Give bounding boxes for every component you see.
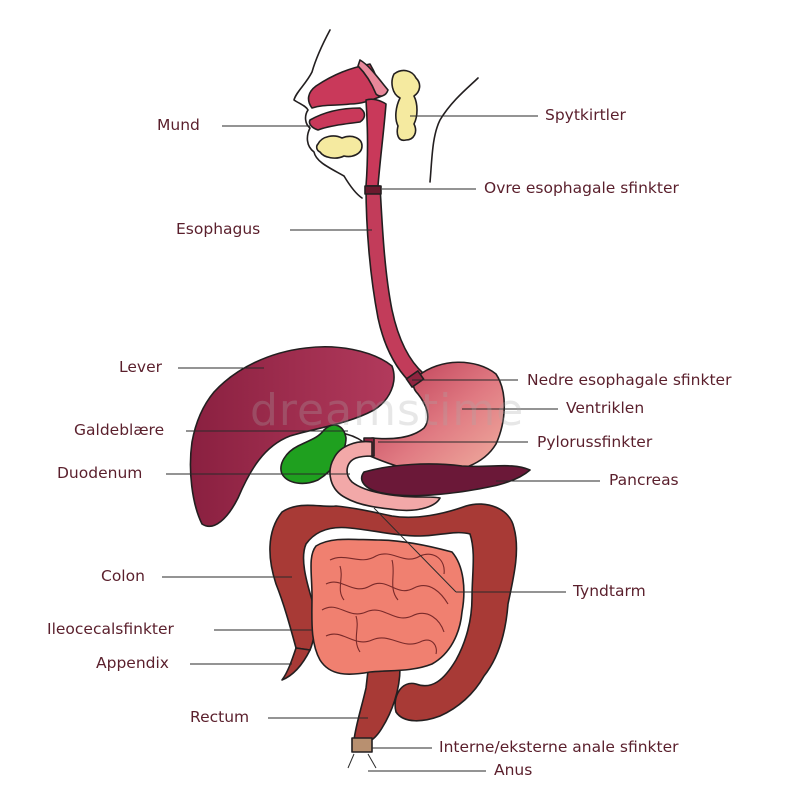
label-spytkirtler: Spytkirtler xyxy=(545,106,626,124)
label-rectum: Rectum xyxy=(190,708,250,726)
anal-sphincter-band xyxy=(351,737,373,753)
label-galdeblaere: Galdeblære xyxy=(74,421,165,439)
salivary-glands xyxy=(315,69,421,159)
label-appendix: Appendix xyxy=(96,654,169,672)
label-anale-sfinkter: Interne/eksterne anale sfinkter xyxy=(439,738,679,756)
small-intestine-coils xyxy=(321,553,449,655)
label-colon: Colon xyxy=(101,567,145,585)
small-intestine-shape xyxy=(310,538,465,675)
label-pancreas: Pancreas xyxy=(609,471,679,489)
label-pylorussfinkter: Pylorussfinkter xyxy=(537,433,653,451)
liver-shape xyxy=(189,346,395,527)
duodenum-shape xyxy=(329,440,441,512)
label-ovre-esophagale-sfinkter: Ovre esophagale sfinkter xyxy=(484,179,679,197)
mouth-shape xyxy=(307,59,389,187)
label-duodenum: Duodenum xyxy=(57,464,143,482)
watermark: dreamstime xyxy=(250,385,525,436)
label-mund: Mund xyxy=(157,116,200,134)
appendix-shape xyxy=(281,647,311,681)
upper-sphincter-band xyxy=(364,185,382,195)
label-ventriklen: Ventriklen xyxy=(566,399,645,417)
head-outline xyxy=(293,29,479,199)
label-esophagus: Esophagus xyxy=(176,220,261,238)
label-lever: Lever xyxy=(119,358,162,376)
leader-lines xyxy=(162,115,600,772)
label-ileocecalsfinkter: Ileocecalsfinkter xyxy=(47,620,174,638)
label-nedre-esophagale-sfinkter: Nedre esophagale sfinkter xyxy=(527,371,732,389)
lower-sphincter-band xyxy=(405,370,425,388)
label-tyndtarm: Tyndtarm xyxy=(573,582,646,600)
label-anus: Anus xyxy=(494,761,533,779)
pancreas-shape xyxy=(360,463,531,497)
